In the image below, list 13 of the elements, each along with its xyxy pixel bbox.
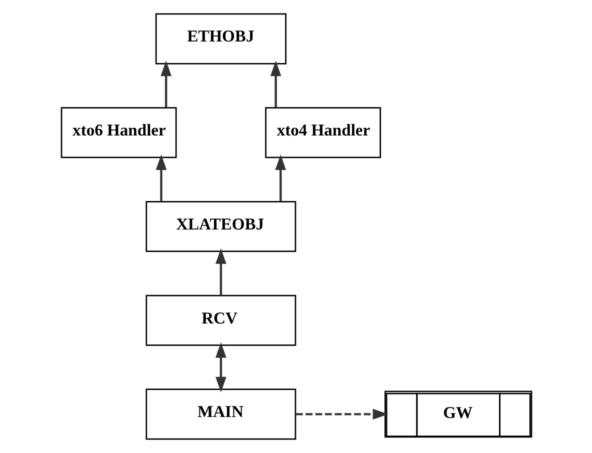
node-box: xto6 Handler — [60, 107, 176, 158]
arrow — [215, 248, 226, 296]
node-box: XLATEOBJ — [145, 200, 296, 252]
node-box: ETHOBJ — [154, 13, 286, 64]
node-box: RCV — [145, 294, 296, 346]
arrow — [215, 342, 226, 392]
arrow — [274, 154, 286, 202]
arrow — [160, 60, 171, 108]
arrow — [270, 60, 281, 108]
node-box: xto4 Handler — [264, 107, 381, 158]
arrow — [155, 154, 166, 202]
arrow — [296, 408, 388, 420]
node-box: MAIN — [145, 388, 296, 440]
